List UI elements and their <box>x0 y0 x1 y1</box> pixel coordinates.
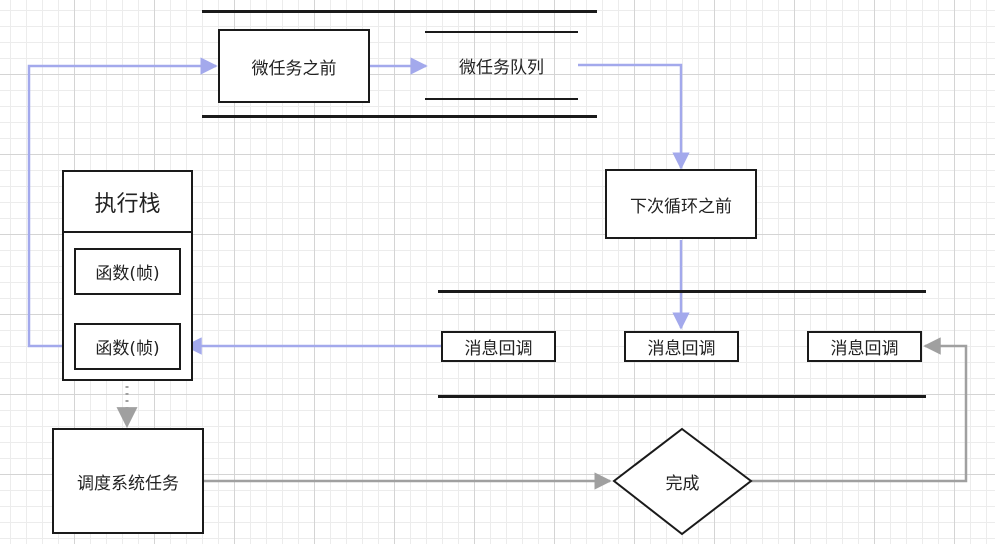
edge-queue-to-next-loop <box>578 63 690 170</box>
message-callback-label: 消息回调 <box>830 339 899 359</box>
microtask-queue-node: 微任务队列 <box>425 33 578 98</box>
microtask-queue-label: 微任务队列 <box>459 58 544 78</box>
microtask-lane-top-line <box>202 10 597 13</box>
scheduler-task-label: 调度系统任务 <box>77 473 179 494</box>
message-callback-node: 消息回调 <box>441 331 556 362</box>
done-label: 完成 <box>614 429 751 534</box>
stack-frame-label: 函数(帧) <box>95 264 160 284</box>
stack-frame-bottom: 函数(帧) <box>74 323 181 370</box>
message-callback-node: 消息回调 <box>807 331 922 362</box>
message-callback-label: 消息回调 <box>464 339 533 359</box>
stack-frame-top: 函数(帧) <box>74 248 181 295</box>
edge-done-to-message <box>751 337 968 483</box>
microtask-queue-bottom-line <box>425 98 578 100</box>
message-queue-bottom-line <box>438 395 926 398</box>
call-stack-title: 执行栈 <box>94 191 161 217</box>
call-stack-header: 执行栈 <box>64 172 191 233</box>
microtask-before-node: 微任务之前 <box>218 29 370 103</box>
microtask-queue-top-line <box>425 31 578 33</box>
message-queue-top-line <box>438 290 926 293</box>
message-callback-node: 消息回调 <box>624 331 739 362</box>
message-callback-label: 消息回调 <box>647 339 716 359</box>
scheduler-task-node: 调度系统任务 <box>52 428 204 534</box>
next-loop-node: 下次循环之前 <box>605 169 757 239</box>
stack-frame-label: 函数(帧) <box>95 339 160 359</box>
microtask-lane-bottom-line <box>202 115 597 118</box>
microtask-before-label: 微任务之前 <box>251 58 337 79</box>
done-text: 完成 <box>665 474 700 494</box>
edge-stack-to-microtask-before <box>27 57 218 348</box>
next-loop-label: 下次循环之前 <box>630 196 732 217</box>
done-diamond <box>612 427 753 536</box>
